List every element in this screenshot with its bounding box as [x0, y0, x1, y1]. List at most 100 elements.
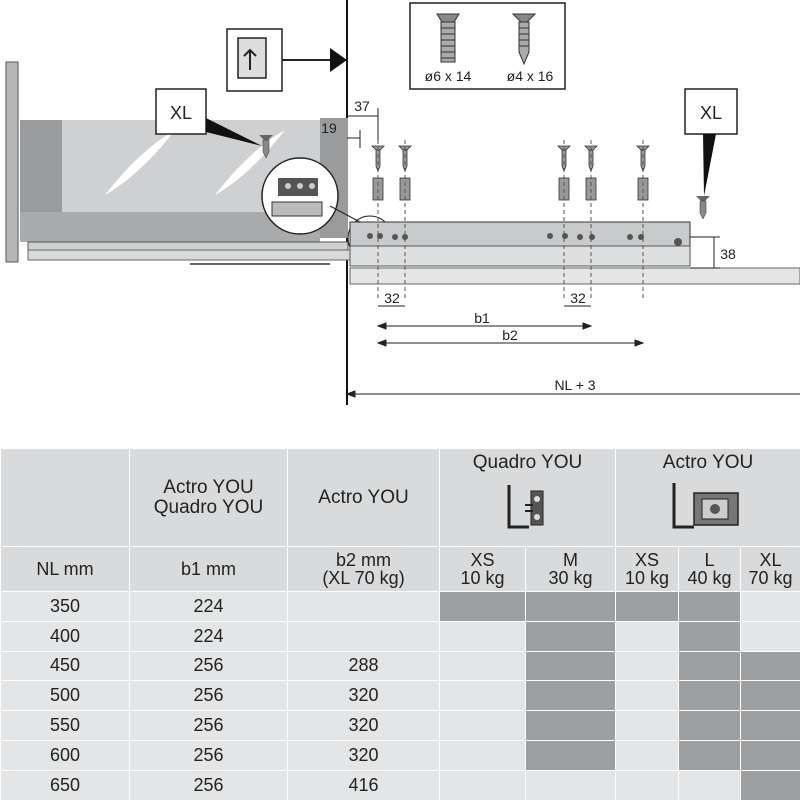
availability-cell-filled	[741, 651, 800, 681]
availability-cell-filled	[526, 592, 616, 622]
cell-b2	[288, 592, 440, 622]
availability-cell-empty	[616, 711, 679, 741]
availability-cell-filled	[679, 711, 741, 741]
cell-nl: 400	[1, 621, 130, 651]
cabinet-bottom-panel	[350, 268, 800, 284]
dim-b1-label: b1	[474, 310, 490, 326]
availability-cell-filled	[616, 592, 679, 622]
cell-nl: 350	[1, 592, 130, 622]
cell-b1: 256	[130, 770, 288, 800]
cell-nl: 500	[1, 681, 130, 711]
cell-b1: 224	[130, 621, 288, 651]
detail-hole	[297, 183, 303, 189]
callout-right-pointer	[703, 134, 716, 196]
availability-cell-filled	[741, 681, 800, 711]
subheader-actro-l: L 40 kg	[679, 547, 741, 592]
availability-cell-filled	[526, 740, 616, 770]
availability-cell-empty	[616, 651, 679, 681]
xl-callout-left-label: XL	[170, 103, 192, 123]
cell-b2	[288, 621, 440, 651]
cell-b1: 256	[130, 711, 288, 741]
dim-top-lines	[347, 108, 378, 148]
availability-cell-filled	[526, 621, 616, 651]
cell-b2: 320	[288, 681, 440, 711]
dim-b2-label: b2	[502, 327, 518, 343]
subheader-quadro-xs: XS 10 kg	[440, 547, 526, 592]
availability-cell-filled	[526, 651, 616, 681]
xl-callout-right-label: XL	[700, 103, 722, 123]
cell-nl: 600	[1, 740, 130, 770]
runner-spec-table: Actro YOU Quadro YOU Actro YOU Quadro YO…	[0, 448, 800, 801]
subheader-quadro-m: M 30 kg	[526, 547, 616, 592]
availability-cell-empty	[616, 740, 679, 770]
cell-b1: 256	[130, 681, 288, 711]
availability-cell-filled	[526, 681, 616, 711]
header-quadro-label: Quadro YOU	[440, 453, 615, 473]
header-b2-group: Actro YOU	[288, 449, 440, 547]
cell-nl: 550	[1, 711, 130, 741]
cell-b1: 256	[130, 651, 288, 681]
dim-32-left-label: 32	[384, 290, 400, 306]
availability-cell-filled	[741, 740, 800, 770]
availability-cell-filled	[679, 621, 741, 651]
dim-19-label: 19	[321, 120, 337, 136]
runner-rail	[28, 242, 348, 250]
availability-cell-filled	[679, 651, 741, 681]
detail-hole	[285, 183, 291, 189]
callout-right-screw-icon	[696, 196, 710, 219]
availability-cell-filled	[679, 681, 741, 711]
runner-stop	[674, 238, 682, 246]
cell-nl: 650	[1, 770, 130, 800]
cabinet-icon	[238, 38, 266, 78]
availability-cell-empty	[440, 621, 526, 651]
header-actro-group: Actro YOU	[616, 449, 800, 547]
dim-38-label: 38	[720, 246, 736, 262]
availability-cell-empty	[440, 740, 526, 770]
availability-cell-filled	[741, 770, 800, 800]
subheader-actro-xl: XL 70 kg	[741, 547, 800, 592]
header-actro-label: Actro YOU	[616, 453, 800, 473]
availability-cell-filled	[741, 711, 800, 741]
actro-profile-icon	[668, 479, 748, 535]
quadro-profile-icon	[503, 479, 553, 535]
subheader-b1: b1 mm	[130, 547, 288, 592]
drawer-installation-drawing: ø6 x 14 ø4 x 16 XL XL	[0, 0, 800, 448]
availability-cell-empty	[616, 770, 679, 800]
header-b1-group: Actro YOU Quadro YOU	[130, 449, 288, 547]
cabinet-side-panel	[6, 62, 18, 262]
cell-b2: 320	[288, 740, 440, 770]
dim-nl-label: NL + 3	[554, 377, 595, 393]
cell-b2: 416	[288, 770, 440, 800]
availability-cell-filled	[679, 592, 741, 622]
cell-b2: 288	[288, 651, 440, 681]
availability-cell-filled	[440, 592, 526, 622]
slide-runner-lower	[350, 246, 690, 266]
availability-cell-empty	[616, 681, 679, 711]
availability-cell-filled	[526, 711, 616, 741]
cell-b2: 320	[288, 711, 440, 741]
availability-cell-empty	[440, 651, 526, 681]
availability-cell-empty	[616, 621, 679, 651]
availability-cell-empty	[440, 711, 526, 741]
availability-cell-empty	[741, 621, 800, 651]
availability-cell-empty	[440, 770, 526, 800]
availability-cell-filled	[679, 740, 741, 770]
cell-b1: 256	[130, 740, 288, 770]
header-blank	[1, 449, 130, 547]
mounting-screws	[372, 146, 649, 200]
cell-b1: 224	[130, 592, 288, 622]
availability-cell-empty	[440, 681, 526, 711]
detail-slide	[272, 202, 322, 216]
dim-38-lines	[690, 237, 720, 268]
slide-runner	[350, 222, 690, 246]
dim-32-right-label: 32	[570, 290, 586, 306]
